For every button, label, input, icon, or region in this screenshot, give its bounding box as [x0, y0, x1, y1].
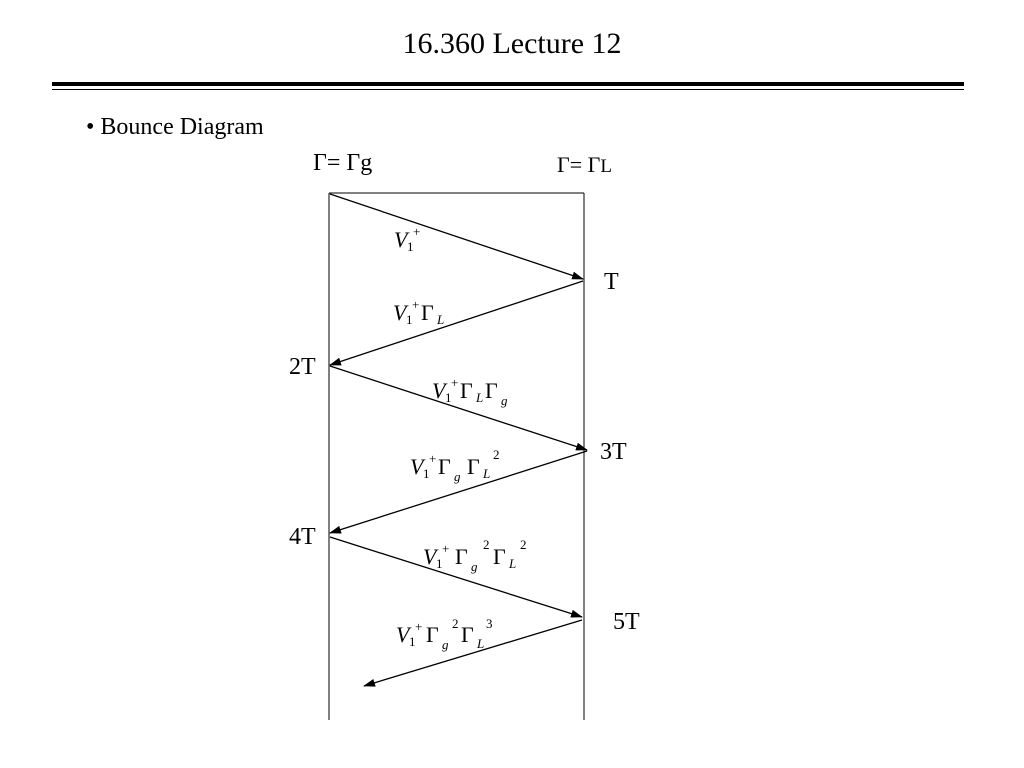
svg-text:+: +	[412, 297, 419, 312]
bounce-arrow-6	[363, 619, 583, 687]
wave-label-3: V 1 + Γ L Γ g	[432, 375, 508, 408]
svg-text:Γ: Γ	[438, 454, 451, 479]
svg-text:1: 1	[406, 312, 413, 327]
svg-text:L: L	[436, 312, 444, 327]
svg-text:V: V	[423, 544, 439, 569]
time-label-5T: 5T	[613, 609, 640, 635]
time-label-4T: 4T	[289, 524, 316, 550]
svg-text:1: 1	[445, 390, 452, 405]
bounce-arrow-2	[329, 280, 584, 366]
wave-label-4: V 1 + Γ g Γ L 2	[410, 447, 500, 484]
svg-text:g: g	[442, 637, 449, 652]
svg-text:Γ: Γ	[455, 544, 468, 569]
slide-title: 16.360 Lecture 12	[402, 27, 622, 60]
wave-label-1: V 1 +	[394, 224, 420, 254]
svg-text:Γ: Γ	[467, 454, 480, 479]
svg-text:1: 1	[423, 466, 430, 481]
svg-text:Γ: Γ	[426, 622, 439, 647]
svg-text:3: 3	[486, 616, 493, 631]
bounce-arrow-1	[329, 193, 584, 280]
time-label-3T: 3T	[600, 439, 627, 465]
svg-text:V: V	[396, 622, 412, 647]
wave-label-2: V 1 + Γ L	[393, 297, 444, 327]
svg-text:g: g	[501, 393, 508, 408]
svg-text:+: +	[413, 224, 420, 239]
svg-text:Γ: Γ	[460, 378, 473, 403]
svg-text:+: +	[415, 619, 422, 634]
wave-label-6: V 1 + Γ g 2 Γ L 3	[396, 616, 493, 652]
svg-text:Γ: Γ	[421, 300, 434, 325]
time-label-2T: 2T	[289, 354, 316, 380]
svg-text:L: L	[476, 636, 484, 651]
bullet-bounce-diagram: • Bounce Diagram	[86, 114, 264, 140]
svg-text:V: V	[394, 227, 410, 252]
svg-text:L: L	[475, 390, 483, 405]
svg-text:2: 2	[493, 447, 500, 462]
bounce-arrow-3	[329, 365, 588, 451]
svg-text:Γ: Γ	[485, 378, 498, 403]
svg-text:1: 1	[409, 634, 416, 649]
bounce-arrow-4	[329, 450, 588, 534]
wave-label-5: V 1 + Γ g 2 Γ L 2	[423, 537, 527, 574]
left-end-gamma-label: Γ= Γg	[313, 150, 372, 176]
right-end-gamma-label: Γ= ΓL	[557, 152, 612, 177]
svg-text:2: 2	[520, 537, 527, 552]
svg-text:Γ: Γ	[493, 544, 506, 569]
bounce-arrow-5	[329, 536, 583, 618]
title-rule-thin	[52, 89, 964, 90]
svg-text:L: L	[482, 466, 490, 481]
title-rule-thick	[52, 82, 964, 86]
svg-text:1: 1	[407, 239, 414, 254]
svg-text:Γ: Γ	[461, 622, 474, 647]
svg-text:+: +	[451, 375, 458, 390]
svg-text:2: 2	[483, 537, 490, 552]
svg-text:1: 1	[436, 556, 443, 571]
svg-text:V: V	[410, 454, 426, 479]
svg-text:2: 2	[452, 616, 459, 631]
svg-text:L: L	[508, 556, 516, 571]
svg-text:+: +	[429, 451, 436, 466]
svg-text:g: g	[471, 559, 478, 574]
svg-text:V: V	[432, 378, 448, 403]
svg-text:V: V	[393, 300, 409, 325]
svg-text:+: +	[442, 541, 449, 556]
time-label-T: T	[604, 269, 619, 295]
svg-text:g: g	[454, 469, 461, 484]
